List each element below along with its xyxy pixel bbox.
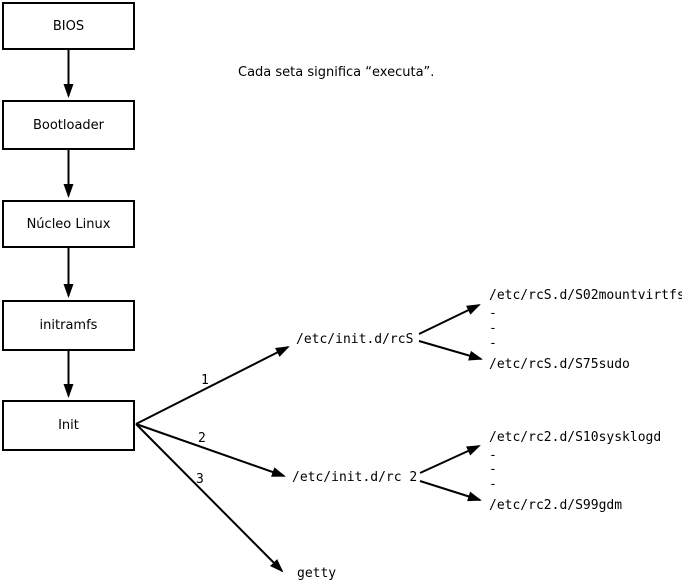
box-init-label: Init	[58, 418, 79, 433]
box-initramfs: initramfs	[2, 300, 135, 351]
arrow-rcs-to-last-script	[418, 340, 483, 361]
path-rc2-last-script: /etc/rc2.d/S99gdm	[489, 498, 623, 513]
path-rcs-last-script: /etc/rcS.d/S75sudo	[489, 357, 630, 372]
branch-order-2: 2	[198, 431, 206, 446]
box-nucleo-linux: Núcleo Linux	[2, 200, 135, 248]
path-rcs-first-script: /etc/rcS.d/S02mountvirtfs	[489, 288, 682, 303]
branch-order-3: 3	[196, 472, 204, 487]
box-bios-label: BIOS	[52, 18, 85, 34]
box-bios: BIOS	[2, 2, 135, 50]
arrow-rc2-to-first-script	[419, 445, 481, 474]
rcs-ellipsis-dash-2: -	[489, 321, 497, 336]
legend-note: Cada seta significa “executa”.	[238, 65, 435, 80]
arrow-rc2-to-last-script	[419, 480, 482, 502]
arrow-init-to-getty	[135, 423, 284, 573]
path-init-d-rcs: /etc/init.d/rcS	[296, 332, 414, 347]
rc2-ellipsis-dash-2: -	[489, 462, 497, 477]
rcs-ellipsis-dash-3: -	[489, 336, 497, 351]
rcs-ellipsis-dash-1: -	[489, 306, 497, 321]
arrow-init-to-rc2	[135, 423, 286, 477]
arrow-rcs-to-first-script	[418, 304, 481, 335]
box-nucleo-linux-label: Núcleo Linux	[26, 216, 111, 232]
box-bootloader: Bootloader	[2, 100, 135, 150]
box-init: Init	[2, 400, 135, 451]
path-getty: getty	[297, 566, 337, 581]
rc2-ellipsis-dash-1: -	[489, 448, 497, 463]
path-init-d-rc2: /etc/init.d/rc 2	[292, 470, 418, 485]
path-rc2-first-script: /etc/rc2.d/S10sysklogd	[489, 430, 662, 445]
arrow-init-to-rcs	[135, 346, 290, 425]
rc2-ellipsis-dash-3: -	[489, 477, 497, 492]
box-initramfs-label: initramfs	[39, 318, 98, 333]
branch-order-1: 1	[201, 373, 209, 388]
box-bootloader-label: Bootloader	[32, 117, 105, 133]
